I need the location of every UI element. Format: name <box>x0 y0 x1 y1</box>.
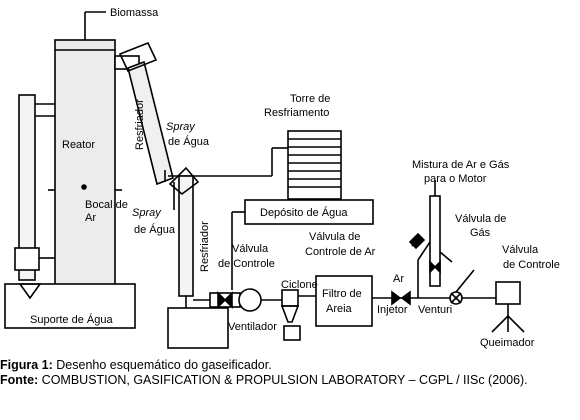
label-control-valve-1a: Válvula <box>232 243 269 255</box>
label-mix-1: Mistura de Ar e Gás <box>412 159 510 171</box>
label-mix-2: para o Motor <box>424 173 487 185</box>
label-gas-valve-1: Válvula de <box>455 213 506 225</box>
label-water-support: Suporte de Água <box>30 313 113 326</box>
label-nozzle: Bocal de <box>85 199 128 211</box>
fan <box>238 288 262 312</box>
caption-source-line: Fonte: COMBUSTION, GASIFICATION & PROPUL… <box>0 373 578 388</box>
cooler-1 <box>127 60 174 186</box>
base-tank <box>167 307 229 349</box>
water-deposit-tank <box>244 199 374 225</box>
label-spray-1: Spray <box>166 121 196 133</box>
label-spray-2: Spray <box>132 207 162 219</box>
reactor-body <box>54 39 116 304</box>
label-air-valve-1: Válvula de <box>309 231 360 243</box>
air-nozzle <box>81 184 87 190</box>
cyclone <box>281 289 299 307</box>
label-control-valve-2a: Válvula <box>502 244 539 256</box>
label-fan: Ventilador <box>228 321 277 333</box>
label-nozzle-air: Ar <box>85 212 96 224</box>
label-control-valve-2b: de Controle <box>503 259 560 271</box>
label-cyclone: Ciclone <box>281 279 318 291</box>
label-sand-filter-1: Filtro de <box>322 288 362 300</box>
gasifier-schematic: Biomassa Reator Bocal de Ar Suporte de Á… <box>4 7 560 349</box>
label-burner: Queimador <box>480 337 535 349</box>
label-tower-2: Resfriamento <box>264 107 329 119</box>
label-biomass: Biomassa <box>110 7 159 19</box>
label-tower-1: Torre de <box>290 93 330 105</box>
label-air: Ar <box>393 273 404 285</box>
caption-source-label: Fonte: <box>0 373 39 387</box>
figure-caption: Figura 1: Desenho esquemático do gaseifi… <box>0 358 578 388</box>
caption-figure-text: Desenho esquemático do gaseificador. <box>52 358 272 372</box>
control-valve-1 <box>217 291 233 309</box>
label-spray-2-water: de Água <box>134 223 176 236</box>
label-control-valve-1b: de Controle <box>218 258 275 270</box>
label-cooler-2: Resfriador <box>199 221 211 272</box>
label-venturi: Venturi <box>418 304 452 316</box>
mixing-column <box>429 195 441 287</box>
caption-figure-label: Figura 1: <box>0 358 53 372</box>
label-cooler-1: Resfriador <box>134 99 146 150</box>
gas-valve <box>429 260 441 274</box>
label-air-valve-2: Controle de Ar <box>305 246 376 258</box>
label-gas-valve-2: Gás <box>470 227 491 239</box>
burner <box>495 281 521 305</box>
label-reactor: Reator <box>62 139 95 151</box>
label-spray-1-water: de Água <box>168 135 210 148</box>
sand-filter <box>315 275 373 327</box>
label-injector: Injetor <box>377 304 408 316</box>
injector <box>391 290 402 306</box>
caption-title-line: Figura 1: Desenho esquemático do gaseifi… <box>0 358 578 373</box>
caption-source-text: COMBUSTION, GASIFICATION & PROPULSION LA… <box>38 373 528 387</box>
label-water-tank: Depósito de Água <box>260 206 348 219</box>
water-support-tank <box>4 283 136 329</box>
cooling-tower <box>287 130 342 200</box>
left-exhaust-pipe <box>18 94 36 281</box>
label-sand-filter-2: Areia <box>326 303 353 315</box>
